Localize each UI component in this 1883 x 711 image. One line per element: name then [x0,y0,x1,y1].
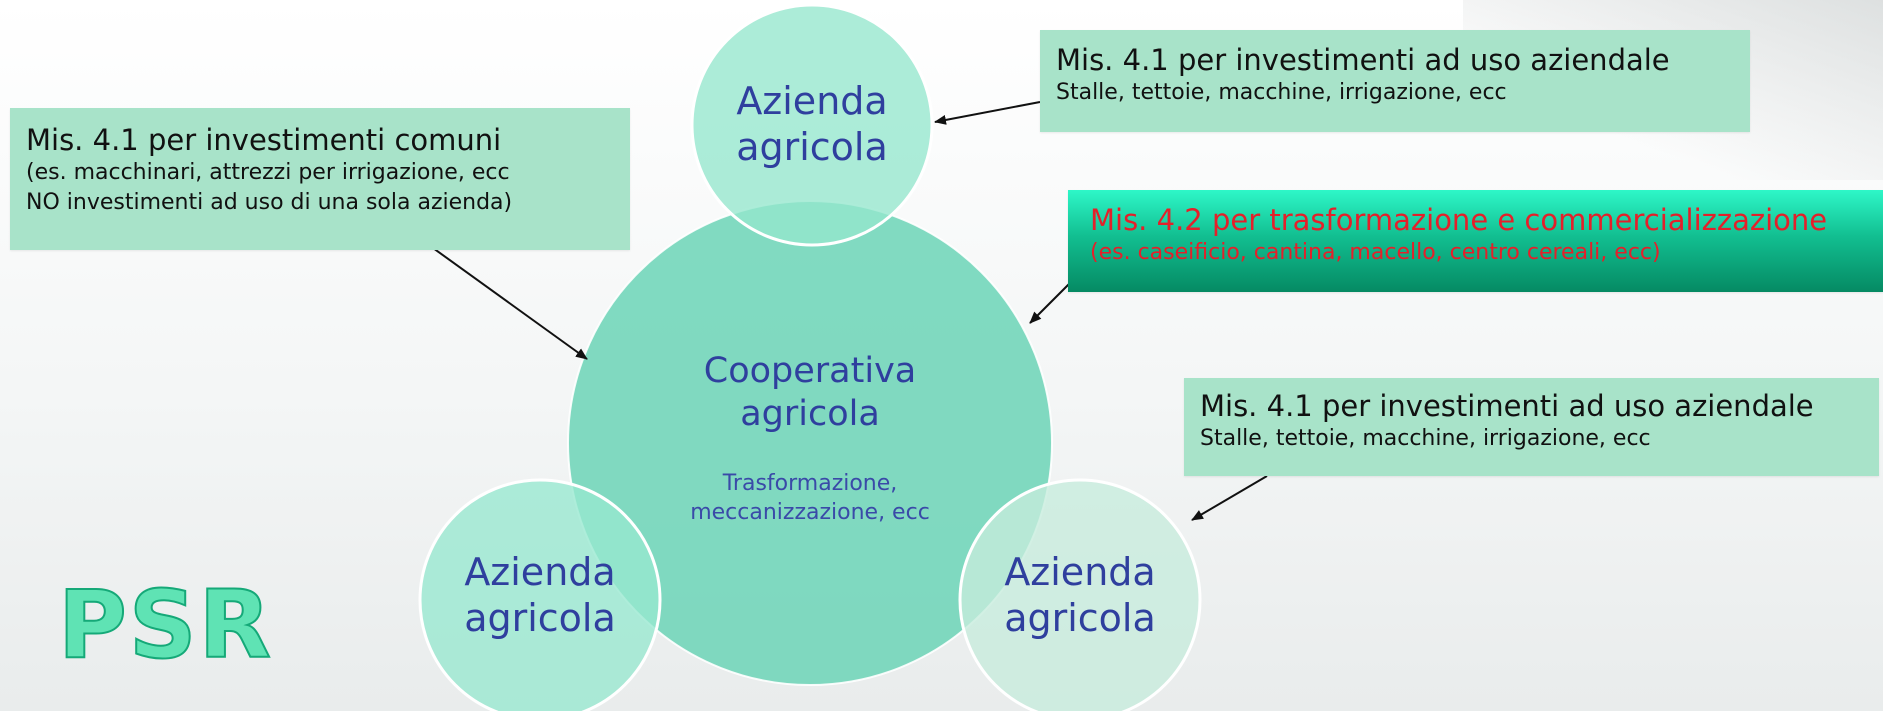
label-azienda-left-line1: Azienda [464,550,616,594]
callout-investimenti-comuni-detail1: (es. macchinari, attrezzi per irrigazion… [26,160,510,185]
label-cooperativa-sub1: Trasformazione, [722,471,898,496]
callout-trasformazione-headline: Mis. 4.2 per trasformazione e commercial… [1090,203,1828,237]
psr-logo: PSR [57,571,273,680]
label-cooperativa: Cooperativa agricola [620,350,1000,435]
label-azienda-right: Azienda agricola [950,549,1210,642]
callout-uso-aziendale-top-headline: Mis. 4.1 per investimenti ad uso azienda… [1056,43,1670,77]
callout-uso-aziendale-top: Mis. 4.1 per investimenti ad uso azienda… [1040,30,1750,132]
label-azienda-top: Azienda agricola [682,78,942,171]
label-cooperativa-line2: agricola [740,393,880,434]
label-azienda-right-line1: Azienda [1004,550,1156,594]
label-azienda-top-line1: Azienda [736,79,888,123]
arrow-to-azienda-right [1191,475,1268,521]
callout-investimenti-comuni: Mis. 4.1 per investimenti comuni (es. ma… [10,108,630,250]
label-azienda-top-line2: agricola [736,125,888,170]
label-azienda-left: Azienda agricola [410,549,670,642]
callout-uso-aziendale-right-headline: Mis. 4.1 per investimenti ad uso azienda… [1200,389,1814,423]
callout-uso-aziendale-top-detail: Stalle, tettoie, macchine, irrigazione, … [1056,80,1507,105]
label-cooperativa-sub: Trasformazione, meccanizzazione, ecc [620,470,1000,527]
callout-investimenti-comuni-detail2: NO investimenti ad uso di una sola azien… [26,190,513,215]
arrow-to-azienda-top [934,101,1041,125]
callout-uso-aziendale-right: Mis. 4.1 per investimenti ad uso azienda… [1184,378,1879,476]
callout-uso-aziendale-right-detail: Stalle, tettoie, macchine, irrigazione, … [1200,426,1651,451]
label-cooperativa-line1: Cooperativa [703,351,917,391]
circle-azienda-right [958,478,1202,711]
callout-trasformazione: Mis. 4.2 per trasformazione e commercial… [1068,190,1883,292]
label-cooperativa-sub2: meccanizzazione, ecc [690,499,930,525]
callout-investimenti-comuni-headline: Mis. 4.1 per investimenti comuni [26,123,502,157]
circle-azienda-top [690,3,934,247]
circle-azienda-left [418,478,662,711]
label-azienda-left-line2: agricola [464,596,616,641]
label-azienda-right-line2: agricola [1004,596,1156,641]
callout-trasformazione-detail: (es. caseificio, cantina, macello, centr… [1090,240,1661,265]
